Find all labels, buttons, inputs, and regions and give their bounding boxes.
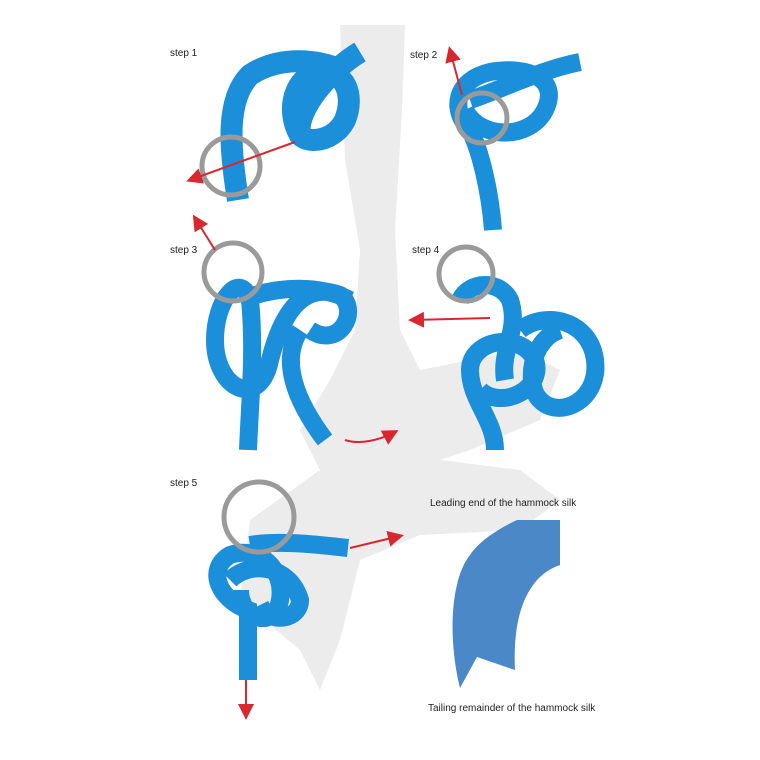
arrow-icon [445,46,463,96]
leading-end-label: Leading end of the hammock silk [430,498,577,509]
step-3-label: step 3 [170,245,198,256]
step-5-knot [208,533,349,680]
arrow-icon [344,430,399,445]
step-5-label: step 5 [170,478,198,489]
step-4-knot [451,276,605,451]
arrow-icon [408,311,491,328]
arrow-icon [186,141,296,184]
silk-legend-shape [452,520,560,688]
arrow-icon [192,214,216,251]
step-1-label: step 1 [170,48,198,59]
tailing-remainder-label: Tailing remainder of the hammock silk [428,703,596,714]
ring-icon [221,479,297,555]
arrow-icon [349,531,404,549]
step-2-knot [449,53,582,231]
ring-icon [436,244,496,304]
step-4-label: step 4 [412,245,440,256]
ring-icon [454,90,510,146]
step-1-knot [220,42,366,202]
step-2-label: step 2 [410,50,438,61]
ring-icon [199,134,263,198]
ring-icon [201,240,265,304]
person-silhouette [240,25,560,690]
